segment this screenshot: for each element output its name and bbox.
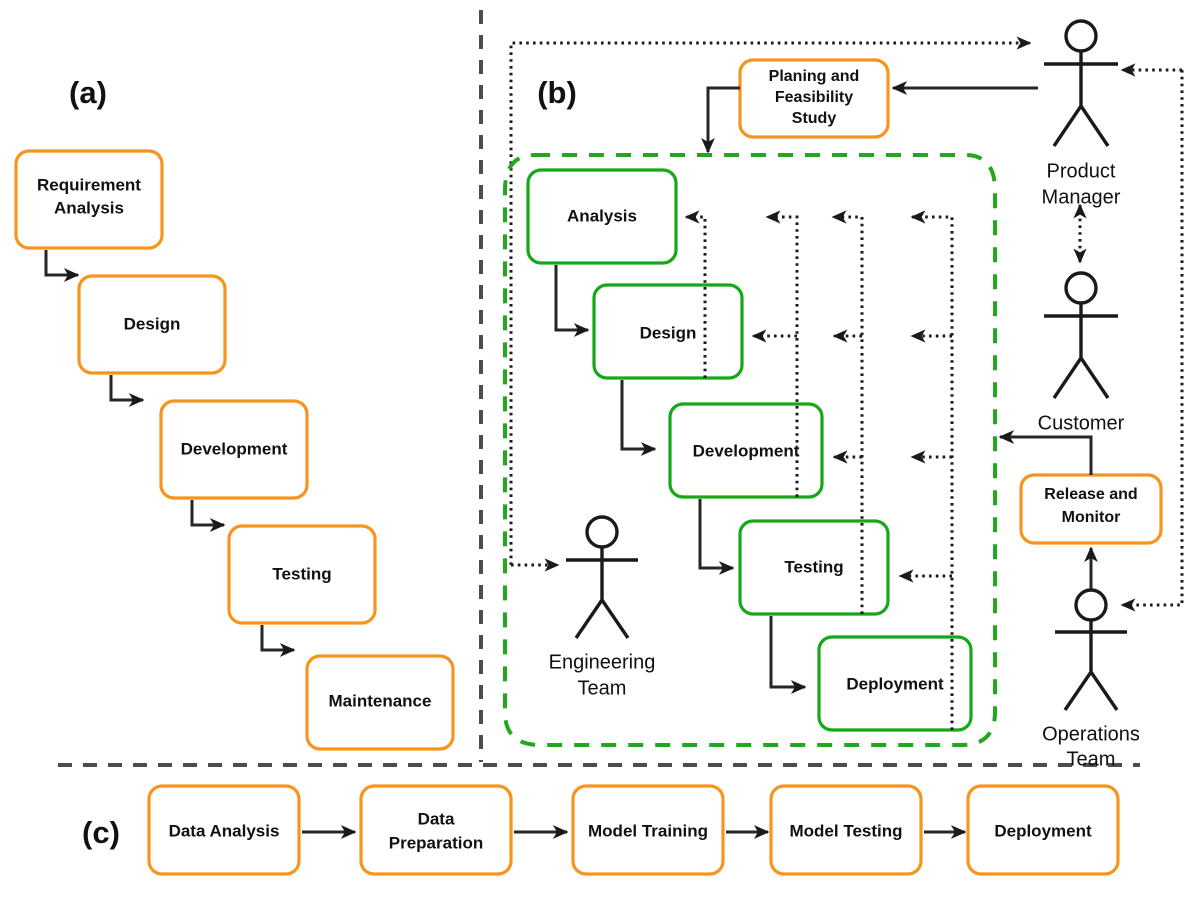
actor-body: [566, 547, 638, 639]
panel-a: (a) Requirement Analysis Design Developm…: [14, 75, 455, 751]
panel-b-stage-development[interactable]: Development: [668, 402, 824, 499]
actor-operations-team[interactable]: Operations Team: [1042, 588, 1140, 770]
stage-box[interactable]: [227, 524, 377, 625]
panel-b-stage-testing[interactable]: Testing: [738, 519, 890, 616]
stage-label: Maintenance: [329, 691, 432, 710]
panel-dividers: [58, 10, 1140, 767]
panel-b-stage-deployment[interactable]: Deployment: [817, 635, 973, 732]
release-label-line1: Release and: [1044, 486, 1137, 503]
stage-box[interactable]: [305, 654, 455, 751]
actor-label-line1: Engineering: [549, 651, 656, 673]
release-and-monitor-box[interactable]: Release and Monitor: [1019, 473, 1163, 545]
panel-a-stage-development[interactable]: Development: [159, 399, 309, 500]
planning-label-line1: Planing and: [769, 68, 860, 85]
actor-head: [585, 515, 619, 549]
stage-label: Deployment: [994, 821, 1092, 840]
actor-head: [1064, 19, 1098, 53]
planning-label-line2: Feasibility: [775, 89, 853, 106]
actor-label-line1: Product: [1047, 160, 1116, 182]
stage-label: Development: [693, 441, 800, 460]
stage-label: Testing: [272, 564, 331, 583]
panel-c-stage-model-training[interactable]: Model Training: [571, 784, 725, 876]
actor-customer[interactable]: Customer: [1038, 271, 1125, 434]
panel-a-stage-requirement-analysis[interactable]: Requirement Analysis: [14, 149, 164, 250]
arrow-development-to-testing: [698, 499, 735, 575]
stage-label: Analysis: [567, 206, 637, 225]
arrow-design-to-development: [109, 375, 145, 407]
stage-label-line1: Requirement: [37, 175, 141, 194]
arrow-testing-to-deployment: [769, 616, 807, 694]
iteration-container: [503, 153, 997, 747]
planning-label-line3: Study: [792, 110, 837, 127]
actor-engineering-team[interactable]: Engineering Team: [549, 515, 656, 699]
stage-label: Deployment: [846, 674, 944, 693]
arrow-development-to-testing: [190, 500, 226, 532]
actor-body: [1044, 303, 1118, 399]
stage-box[interactable]: [571, 784, 725, 876]
actor-label: Customer: [1038, 412, 1125, 434]
feedback-deployment-to-analysis: [910, 210, 954, 730]
stage-label: Model Training: [588, 821, 708, 840]
actor-label-line2: Manager: [1042, 186, 1121, 208]
planning-and-feasibility-study-box[interactable]: Planing and Feasibility Study: [738, 58, 890, 139]
stage-box[interactable]: [817, 635, 973, 732]
feedback-testing-to-analysis: [831, 210, 864, 614]
panel-c-stage-data-preparation[interactable]: Data Preparation: [359, 784, 513, 876]
stage-label: Data Analysis: [169, 821, 280, 840]
panel-a-stage-maintenance[interactable]: Maintenance: [305, 654, 455, 751]
panel-b-tag: (b): [537, 75, 577, 110]
actor-head: [1064, 271, 1098, 305]
panel-c-stage-data-analysis[interactable]: Data Analysis: [147, 784, 301, 876]
stage-label-line2: Analysis: [54, 198, 124, 217]
arrow-analysis-to-design: [554, 265, 590, 337]
panel-a-tag: (a): [69, 75, 107, 110]
arrow-design-to-development: [620, 380, 657, 456]
actor-label-line1: Operations: [1042, 723, 1140, 745]
panel-c: (c) Data Analysis Data Preparation Model…: [82, 784, 1120, 876]
feedback-development-to-analysis: [765, 210, 799, 497]
panel-b: (b) Planing and Feasibility Study Analys…: [503, 19, 1184, 770]
panel-c-stage-deployment[interactable]: Deployment: [966, 784, 1120, 876]
stage-box[interactable]: [359, 784, 513, 876]
panel-b-stage-design[interactable]: Design: [592, 283, 744, 380]
actor-head: [1074, 588, 1108, 622]
stage-label: Design: [640, 323, 697, 342]
stage-box[interactable]: [77, 274, 227, 375]
stage-box[interactable]: [738, 58, 890, 139]
actor-body: [1055, 620, 1127, 711]
stage-label-line2: Preparation: [389, 833, 483, 852]
stage-box[interactable]: [738, 519, 890, 616]
stage-box[interactable]: [14, 149, 164, 250]
panel-c-tag: (c): [82, 815, 120, 850]
stage-box[interactable]: [966, 784, 1120, 876]
actor-label-line2: Team: [1067, 748, 1116, 770]
panel-c-stage-model-testing[interactable]: Model Testing: [769, 784, 923, 876]
arrow-testing-to-maintenance: [260, 625, 296, 657]
actor-body: [1044, 51, 1118, 147]
stage-box[interactable]: [526, 168, 678, 265]
arrow-requirement-to-design: [44, 250, 80, 282]
dotted-loop-right-to-operations-team: [1120, 70, 1184, 612]
stage-label: Design: [124, 314, 181, 333]
stage-box[interactable]: [147, 784, 301, 876]
stage-label: Testing: [784, 557, 843, 576]
panel-a-stage-testing[interactable]: Testing: [227, 524, 377, 625]
actor-label-line2: Team: [578, 677, 627, 699]
stage-box[interactable]: [159, 399, 309, 500]
arrow-release-to-iteration: [998, 430, 1093, 475]
stage-label: Model Testing: [789, 821, 902, 840]
panel-b-stage-analysis[interactable]: Analysis: [526, 168, 678, 265]
panel-a-stage-design[interactable]: Design: [77, 274, 227, 375]
stage-label-line1: Data: [418, 809, 455, 828]
stage-label: Development: [181, 439, 288, 458]
actor-product-manager[interactable]: Product Manager: [1042, 19, 1121, 208]
stage-box[interactable]: [668, 402, 824, 499]
arrow-planning-to-iteration: [701, 86, 740, 154]
release-label-line2: Monitor: [1062, 509, 1121, 526]
stage-box[interactable]: [769, 784, 923, 876]
